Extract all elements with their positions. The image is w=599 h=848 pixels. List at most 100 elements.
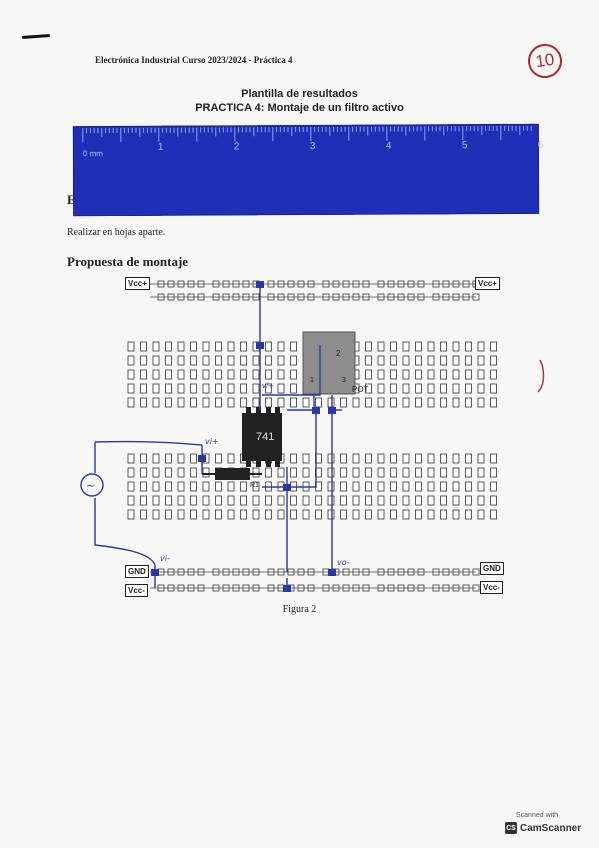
breadboard-hole xyxy=(377,481,385,492)
breadboard-hole xyxy=(465,397,472,408)
breadboard-hole xyxy=(427,341,435,352)
breadboard-hole xyxy=(290,383,297,394)
breadboard-hole xyxy=(452,509,460,520)
breadboard-hole xyxy=(190,467,197,478)
breadboard-hole xyxy=(452,397,460,408)
breadboard-hole xyxy=(265,369,272,380)
breadboard-hole xyxy=(190,509,197,520)
annotation-vo-minus: vo- xyxy=(337,558,350,567)
breadboard-hole xyxy=(365,341,372,352)
breadboard-hole xyxy=(290,355,297,366)
breadboard-hole xyxy=(440,453,447,464)
breadboard-hole xyxy=(440,397,447,408)
breadboard-hole xyxy=(190,495,197,506)
breadboard-hole xyxy=(165,467,172,478)
breadboard-hole xyxy=(165,509,172,520)
rail-label-vcc-minus-right: Vcc- xyxy=(480,581,503,594)
breadboard-hole xyxy=(352,509,360,520)
breadboard-hole xyxy=(415,383,422,394)
breadboard-hole xyxy=(402,383,410,394)
rail-label-vcc-minus-left: Vcc- xyxy=(125,584,148,597)
breadboard-hole xyxy=(202,355,210,366)
breadboard-hole xyxy=(252,495,260,506)
breadboard-hole xyxy=(427,355,435,366)
breadboard-hole xyxy=(365,495,372,506)
breadboard-hole xyxy=(315,509,322,520)
breadboard-hole xyxy=(290,369,297,380)
breadboard-hole xyxy=(265,397,272,408)
breadboard-hole xyxy=(402,341,410,352)
breadboard-hole xyxy=(277,355,285,366)
breadboard-hole xyxy=(290,495,297,506)
breadboard-hole xyxy=(365,481,372,492)
resistor-label: R1 xyxy=(250,482,259,489)
breadboard-hole xyxy=(140,355,147,366)
breadboard-hole xyxy=(127,369,135,380)
breadboard-hole xyxy=(302,397,310,408)
breadboard-hole xyxy=(277,467,285,478)
breadboard-hole xyxy=(277,383,285,394)
breadboard-hole xyxy=(452,383,460,394)
breadboard-hole xyxy=(290,341,297,352)
breadboard-hole xyxy=(340,467,347,478)
breadboard-hole xyxy=(465,509,472,520)
breadboard-hole xyxy=(427,467,435,478)
breadboard-hole xyxy=(327,397,335,408)
breadboard-hole xyxy=(152,369,160,380)
breadboard-hole xyxy=(277,369,285,380)
breadboard-hole xyxy=(202,369,210,380)
breadboard-hole xyxy=(252,467,260,478)
breadboard-hole xyxy=(440,369,447,380)
breadboard-hole xyxy=(302,509,310,520)
breadboard-hole xyxy=(227,509,235,520)
breadboard-hole xyxy=(190,481,197,492)
breadboard-hole xyxy=(140,397,147,408)
breadboard-hole xyxy=(390,467,397,478)
breadboard-hole xyxy=(402,481,410,492)
rail-label-gnd-right: GND xyxy=(480,562,504,575)
breadboard-hole xyxy=(477,453,485,464)
opamp-chip xyxy=(242,413,282,461)
breadboard-hole xyxy=(465,453,472,464)
breadboard-hole xyxy=(377,369,385,380)
breadboard-hole xyxy=(240,495,247,506)
breadboard-hole xyxy=(177,481,185,492)
breadboard-hole xyxy=(490,467,497,478)
breadboard-hole xyxy=(152,383,160,394)
breadboard-hole xyxy=(165,397,172,408)
breadboard-hole xyxy=(265,383,272,394)
breadboard-hole xyxy=(452,341,460,352)
breadboard-hole xyxy=(352,495,360,506)
breadboard-hole xyxy=(227,355,235,366)
breadboard-hole xyxy=(215,495,222,506)
breadboard-hole xyxy=(402,495,410,506)
breadboard-hole xyxy=(415,495,422,506)
breadboard-hole xyxy=(202,341,210,352)
scanner-watermark: CS CamScanner xyxy=(505,822,581,834)
breadboard-hole xyxy=(340,495,347,506)
breadboard-hole xyxy=(340,397,347,408)
breadboard-hole xyxy=(365,355,372,366)
ruler-number: 2 xyxy=(234,141,240,152)
breadboard-hole xyxy=(202,467,210,478)
breadboard-hole xyxy=(190,369,197,380)
breadboard-hole xyxy=(190,355,197,366)
page-title: Plantilla de resultados xyxy=(241,88,358,100)
ruler-number: 3 xyxy=(310,141,316,152)
breadboard-hole xyxy=(427,481,435,492)
breadboard-hole xyxy=(240,509,247,520)
breadboard-hole xyxy=(477,495,485,506)
breadboard-hole xyxy=(140,509,147,520)
breadboard-hole xyxy=(477,467,485,478)
breadboard-hole xyxy=(140,495,147,506)
breadboard-hole xyxy=(465,467,472,478)
chip-label: 741 xyxy=(256,431,274,443)
breadboard-hole xyxy=(215,509,222,520)
breadboard-hole xyxy=(365,467,372,478)
breadboard-hole xyxy=(177,355,185,366)
breadboard-hole xyxy=(402,509,410,520)
breadboard-hole xyxy=(440,467,447,478)
breadboard-hole xyxy=(415,453,422,464)
breadboard-hole xyxy=(240,369,247,380)
